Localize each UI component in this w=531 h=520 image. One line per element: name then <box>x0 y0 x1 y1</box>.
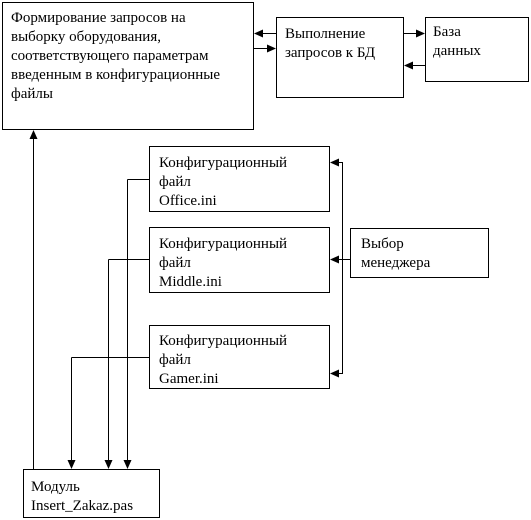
arrow-execute-to-form <box>254 29 276 38</box>
module-line-1: Модуль <box>31 479 80 495</box>
form-queries-box <box>2 2 254 130</box>
config-office-line-3: Office.ini <box>159 193 217 209</box>
execute-queries-line-2: запросов к БД <box>285 45 375 61</box>
form-queries-line-1: Формирование запросов на <box>11 10 186 26</box>
config-middle-line-1: Конфигурационный <box>159 236 287 252</box>
config-middle-text: Конфигурационный файл Middle.ini <box>159 236 291 290</box>
arrow-office-to-module <box>123 179 149 469</box>
config-gamer-line-3: Gamer.ini <box>159 371 219 387</box>
config-office-box <box>149 146 330 212</box>
database-line-2: данных <box>433 43 481 59</box>
arrow-gamer-to-module <box>67 357 149 469</box>
form-queries-text: Формирование запросов на выборку оборудо… <box>11 10 224 102</box>
arrow-manager-to-office <box>330 158 339 167</box>
config-gamer-line-1: Конфигурационный <box>159 333 287 349</box>
module-text: Модуль Insert_Zakaz.pas <box>31 479 133 514</box>
execute-queries-box <box>276 17 404 98</box>
config-middle-line-3: Middle.ini <box>159 274 222 290</box>
config-middle-line-2: файл <box>159 255 191 271</box>
arrow-manager-to-gamer <box>330 369 339 378</box>
database-box <box>425 17 529 82</box>
config-office-line-2: файл <box>159 174 191 190</box>
execute-queries-text: Выполнение запросов к БД <box>285 26 375 61</box>
arrow-database-to-execute <box>404 61 425 70</box>
form-queries-line-5: файлы <box>11 86 53 102</box>
config-middle-box <box>149 227 330 293</box>
manager-select-text: Выбор менеджера <box>361 236 431 271</box>
execute-queries-line-1: Выполнение <box>285 26 366 42</box>
manager-bracket <box>337 162 350 374</box>
config-gamer-box <box>149 325 330 389</box>
manager-select-line-1: Выбор <box>361 236 404 252</box>
database-text: База данных <box>433 24 481 59</box>
module-line-2: Insert_Zakaz.pas <box>31 498 133 514</box>
config-office-line-1: Конфигурационный <box>159 155 287 171</box>
arrow-form-to-execute <box>254 44 276 53</box>
config-gamer-line-2: файл <box>159 352 191 368</box>
manager-select-line-2: менеджера <box>361 255 431 271</box>
form-queries-line-4: введенным в конфигурационные <box>11 67 220 83</box>
arrow-execute-to-database <box>404 29 425 38</box>
arrow-module-to-form <box>29 130 38 469</box>
form-queries-line-3: соответствующего параметрам <box>11 48 209 64</box>
manager-select-box <box>350 228 489 278</box>
form-queries-line-2: выборку оборудования, <box>11 29 161 45</box>
config-gamer-text: Конфигурационный файл Gamer.ini <box>159 333 291 387</box>
arrow-middle-to-module <box>104 259 149 469</box>
module-box <box>23 469 160 518</box>
arrow-manager-to-middle <box>330 255 343 264</box>
database-line-1: База <box>433 24 461 40</box>
config-office-text: Конфигурационный файл Office.ini <box>159 155 291 209</box>
